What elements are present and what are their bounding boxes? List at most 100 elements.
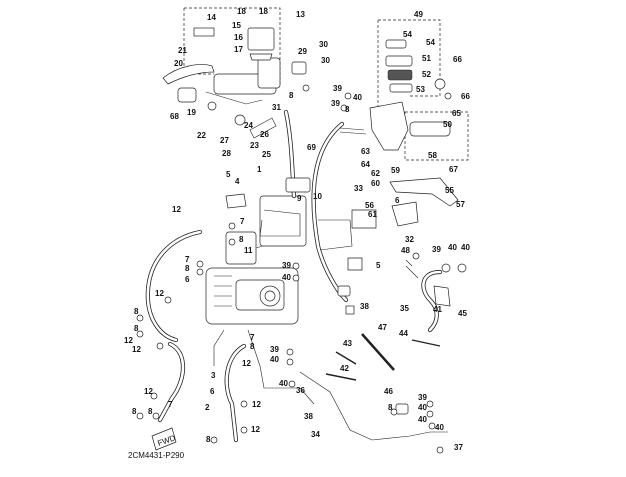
part-number-label: 67: [449, 165, 458, 174]
part-number-label: 12: [242, 359, 251, 368]
part-number-label: 6: [185, 275, 190, 284]
part-number-label: 36: [296, 386, 305, 395]
part-number-label: 49: [414, 10, 423, 19]
part-number-label: 34: [311, 430, 320, 439]
part-number-label: 5: [376, 261, 381, 270]
part-number-label: 55: [445, 186, 454, 195]
part-number-label: 40: [270, 355, 279, 364]
part-number-label: 38: [304, 412, 313, 421]
part-number-label: 40: [353, 93, 362, 102]
part-number-label: 40: [279, 379, 288, 388]
part-number-label: 17: [234, 45, 243, 54]
part-number-label: 40: [418, 403, 427, 412]
part-number-label: 24: [244, 121, 253, 130]
part-number-label: 40: [282, 273, 291, 282]
part-number-label: 39: [282, 261, 291, 270]
front-master-cylinder-assembly: [162, 27, 307, 139]
part-number-label: 5: [226, 170, 231, 179]
part-number-label: 32: [405, 235, 414, 244]
part-number-label: 4: [235, 177, 240, 186]
brake-pipes: [213, 127, 448, 441]
part-number-label: 12: [252, 400, 261, 409]
part-number-label: 12: [144, 387, 153, 396]
part-number-label: 45: [458, 309, 467, 318]
brackets-and-sensors: [225, 177, 467, 415]
part-number-label: 1: [257, 165, 262, 174]
part-number-label: 25: [262, 150, 271, 159]
part-number-label: 9: [297, 194, 302, 203]
part-number-label: 56: [365, 201, 374, 210]
part-number-label: 8: [134, 307, 139, 316]
rear-master-cylinder-assembly: [369, 39, 459, 227]
part-number-label: 54: [403, 30, 412, 39]
part-number-label: 35: [400, 304, 409, 313]
part-number-label: 8: [185, 264, 190, 273]
part-number-label: 13: [296, 10, 305, 19]
part-number-label: 43: [343, 339, 352, 348]
part-number-label: 7: [185, 255, 190, 264]
brake-hoses: [145, 109, 443, 443]
part-number-label: 20: [174, 59, 183, 68]
part-number-label: 68: [170, 112, 179, 121]
part-number-label: 8: [148, 407, 153, 416]
part-number-label: 39: [331, 99, 340, 108]
part-number-label: 39: [432, 245, 441, 254]
part-number-label: 42: [340, 364, 349, 373]
part-number-label: 57: [456, 200, 465, 209]
part-number-label: 54: [426, 38, 435, 47]
part-number-label: 40: [461, 243, 470, 252]
part-number-label: 8: [134, 324, 139, 333]
part-number-label: 60: [371, 179, 380, 188]
part-number-label: 61: [368, 210, 377, 219]
part-number-label: 39: [418, 393, 427, 402]
part-number-label: 18: [237, 7, 246, 16]
part-number-label: 7: [250, 333, 255, 342]
part-number-label: 28: [222, 149, 231, 158]
part-number-label: 59: [391, 166, 400, 175]
part-number-label: 3: [211, 371, 216, 380]
part-number-label: 22: [197, 131, 206, 140]
part-number-label: 39: [333, 84, 342, 93]
part-number-label: 2: [205, 403, 210, 412]
part-number-label: 21: [178, 46, 187, 55]
part-number-label: 12: [132, 345, 141, 354]
part-number-label: 33: [354, 184, 363, 193]
fwd-arrow-icon: FWD: [151, 427, 177, 451]
part-number-label: 11: [244, 246, 253, 255]
part-number-label: 16: [234, 33, 243, 42]
part-number-label: 50: [443, 120, 452, 129]
part-number-label: 53: [416, 85, 425, 94]
part-number-label: 23: [250, 141, 259, 150]
part-number-label: 41: [433, 305, 442, 314]
part-number-label: 64: [361, 160, 370, 169]
part-number-label: 51: [422, 54, 431, 63]
part-number-label: 8: [345, 105, 350, 114]
part-number-label: 8: [388, 403, 393, 412]
part-number-label: 37: [454, 443, 463, 452]
part-number-label: 30: [321, 56, 330, 65]
fasteners: [136, 84, 444, 454]
part-number-label: 6: [395, 196, 400, 205]
part-number-label: 8: [239, 235, 244, 244]
part-number-label: 12: [172, 205, 181, 214]
part-number-label: 40: [435, 423, 444, 432]
part-number-label: 40: [418, 415, 427, 424]
part-number-label: 7: [168, 400, 173, 409]
part-number-label: 7: [240, 217, 245, 226]
part-number-label: 8: [250, 342, 255, 351]
part-number-label: 40: [448, 243, 457, 252]
diagram-caption: 2CM4431-P290: [128, 451, 185, 460]
hydraulic-unit: [205, 195, 307, 325]
part-number-label: 18: [259, 7, 268, 16]
part-number-label: 14: [207, 13, 216, 22]
part-number-label: 44: [399, 329, 408, 338]
part-number-label: 58: [428, 151, 437, 160]
part-number-label: 66: [461, 92, 470, 101]
part-number-label: 27: [220, 136, 229, 145]
part-number-label: 26: [260, 130, 269, 139]
part-number-label: 63: [361, 147, 370, 156]
part-number-label: 62: [371, 169, 380, 178]
part-number-label: 15: [232, 21, 241, 30]
part-number-label: 6: [210, 387, 215, 396]
